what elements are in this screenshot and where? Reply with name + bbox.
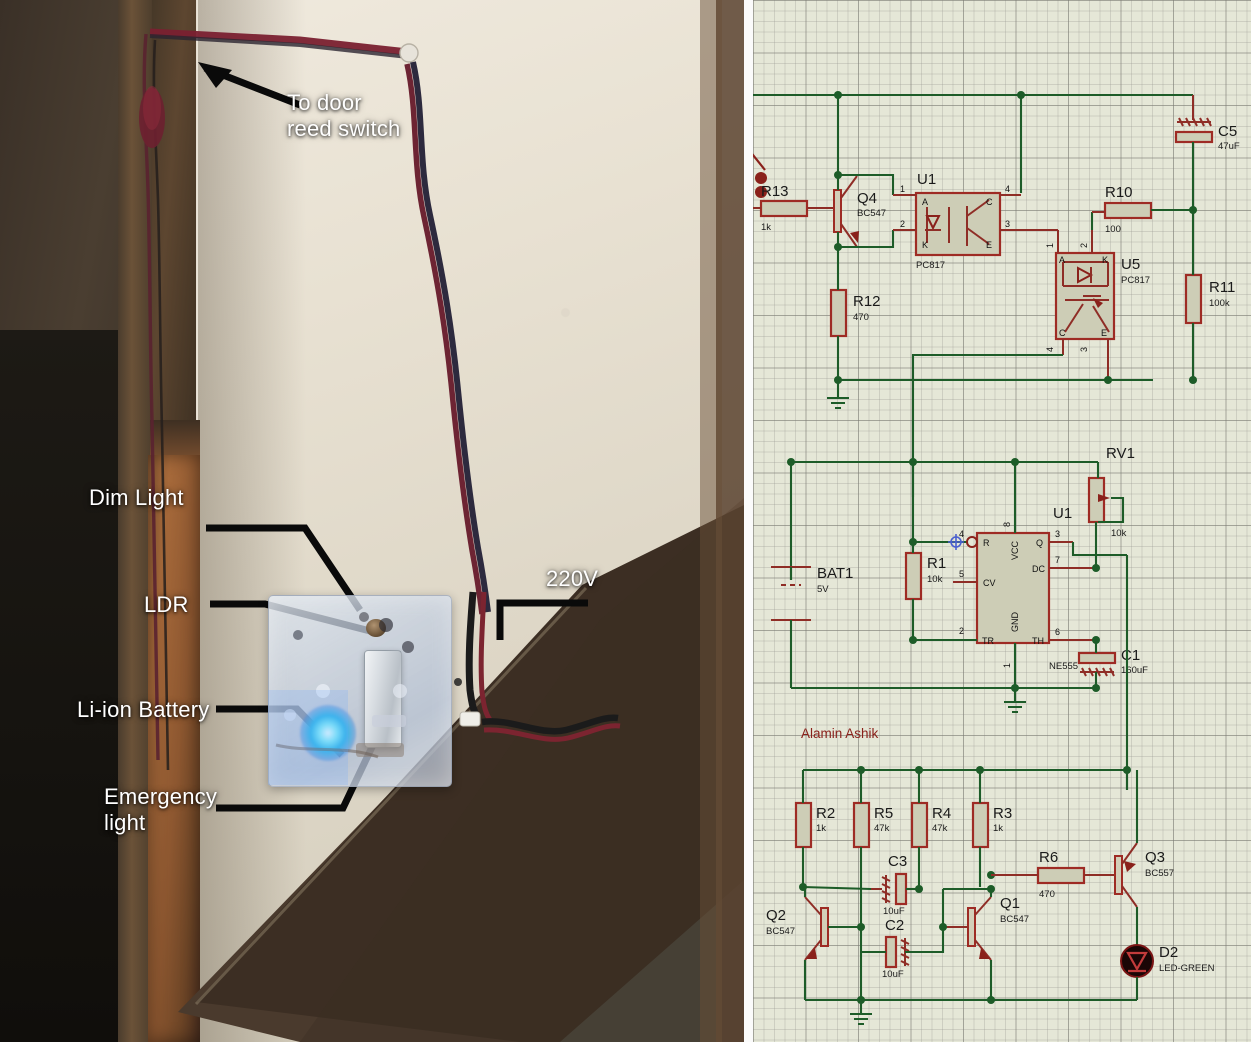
ref-U1-555: U1 xyxy=(1053,505,1072,522)
pin-label-VCC: VCC xyxy=(1010,540,1020,560)
ref-R1: R1 xyxy=(927,555,946,572)
val-R2: 1k xyxy=(816,823,826,834)
ref-C1: C1 xyxy=(1121,647,1140,664)
val-BAT1: 5V xyxy=(817,584,829,595)
photo-overlay xyxy=(139,0,744,1042)
u5-num-4: 4 xyxy=(1045,347,1055,352)
ref-R2: R2 xyxy=(816,805,835,822)
val-R5: 47k xyxy=(874,823,890,834)
pin-num-8: 8 xyxy=(1002,522,1012,527)
u1-num-3: 3 xyxy=(1005,219,1010,229)
pin-num-3: 3 xyxy=(1055,529,1060,539)
li-ion-battery-cell xyxy=(364,650,402,748)
val-R11: 100k xyxy=(1209,298,1230,309)
val-RV1: 10k xyxy=(1111,528,1127,539)
ref-C5: C5 xyxy=(1218,123,1237,140)
installation-photo: To door reed switch Dim Light LDR Li-ion… xyxy=(0,0,744,1042)
val-NE555: NE555 xyxy=(1049,661,1078,672)
u5-num-3: 3 xyxy=(1079,347,1089,352)
pin-num-4: 4 xyxy=(959,529,964,539)
val-R4: 47k xyxy=(932,823,948,834)
u5-pin-K: K xyxy=(1102,255,1108,265)
val-R3: 1k xyxy=(993,823,1003,834)
pin-num-7: 7 xyxy=(1055,555,1060,565)
ref-R5: R5 xyxy=(874,805,893,822)
pin-label-DC: DC xyxy=(1032,564,1045,574)
val-Q1: BC547 xyxy=(1000,914,1029,925)
u1-num-1: 1 xyxy=(900,184,905,194)
ref-Q4: Q4 xyxy=(857,190,877,207)
ref-Q2: Q2 xyxy=(766,907,786,924)
ref-BAT1: BAT1 xyxy=(817,565,853,582)
val-R6: 470 xyxy=(1039,889,1055,900)
schematic-drawing: R13 1k Q4 BC547 A K C E 1 xyxy=(753,91,1240,1026)
pin-label-Q: Q xyxy=(1036,538,1043,548)
ref-R12: R12 xyxy=(853,293,881,310)
panel-divider xyxy=(744,0,753,1042)
label-dim-light: Dim Light xyxy=(89,485,184,510)
ref-U1-opto: U1 xyxy=(917,171,936,188)
pin-label-TR: TR xyxy=(982,636,994,646)
u5-pin-C: C xyxy=(1059,328,1066,338)
val-C2: 10uF xyxy=(882,969,904,980)
label-mains-220v: 220V xyxy=(546,566,599,591)
val-U5: PC817 xyxy=(1121,275,1150,286)
ref-C3: C3 xyxy=(888,853,907,870)
leader-220v xyxy=(496,599,588,640)
pin-label-TH: TH xyxy=(1032,636,1044,646)
pin-label-GND: GND xyxy=(1010,612,1020,633)
u5-num-1: 1 xyxy=(1045,243,1055,248)
label-emergency-light: Emergency light xyxy=(104,784,218,835)
label-ldr: LDR xyxy=(144,592,189,617)
device-internals xyxy=(268,612,414,785)
label-li-ion-battery: Li-ion Battery xyxy=(77,697,210,722)
ref-R10: R10 xyxy=(1105,184,1133,201)
ref-R3: R3 xyxy=(993,805,1012,822)
ref-Q1: Q1 xyxy=(1000,895,1020,912)
u1-pin-A: A xyxy=(922,197,928,207)
ref-R13: R13 xyxy=(761,183,789,200)
val-Q2: BC547 xyxy=(766,926,795,937)
u1-pin-C: C xyxy=(986,197,993,207)
u5-pin-A: A xyxy=(1059,255,1065,265)
val-C5: 47uF xyxy=(1218,141,1240,152)
label-to-door-reed-switch: To door reed switch xyxy=(287,90,401,141)
val-Q4: BC547 xyxy=(857,208,886,219)
val-R10: 100 xyxy=(1105,224,1121,235)
dark-doorway xyxy=(0,330,128,1042)
signature: Alamin Ashik xyxy=(801,726,879,741)
pin-label-R: R xyxy=(983,538,990,548)
pin-num-5: 5 xyxy=(959,569,964,579)
ref-U5: U5 xyxy=(1121,256,1140,273)
val-U1-opto: PC817 xyxy=(916,260,945,271)
val-D2: LED-GREEN xyxy=(1159,963,1215,974)
val-R1: 10k xyxy=(927,574,943,585)
ref-C2: C2 xyxy=(885,917,904,934)
pin-label-CV: CV xyxy=(983,578,996,588)
val-C1: 160uF xyxy=(1121,665,1148,676)
u1-pin-K: K xyxy=(922,240,928,250)
pin-num-2: 2 xyxy=(959,626,964,636)
u5-pin-E: E xyxy=(1101,328,1107,338)
ref-R6: R6 xyxy=(1039,849,1058,866)
ref-RV1: RV1 xyxy=(1106,445,1135,462)
val-R13: 1k xyxy=(761,222,771,233)
wall-shadow xyxy=(186,0,306,1042)
u5-num-2: 2 xyxy=(1079,243,1089,248)
u1-pin-E: E xyxy=(986,240,992,250)
val-C3: 10uF xyxy=(883,906,905,917)
ref-Q3: Q3 xyxy=(1145,849,1165,866)
val-Q3: BC557 xyxy=(1145,868,1174,879)
leader-dim-light xyxy=(206,524,363,612)
pin-num-6: 6 xyxy=(1055,627,1060,637)
val-R12: 470 xyxy=(853,312,869,323)
ref-R11: R11 xyxy=(1209,279,1235,296)
u1-num-4: 4 xyxy=(1005,184,1010,194)
ref-R4: R4 xyxy=(932,805,951,822)
u1-num-2: 2 xyxy=(900,219,905,229)
ref-D2: D2 xyxy=(1159,944,1178,961)
proteus-schematic: R13 1k Q4 BC547 A K C E 1 xyxy=(753,0,1251,1042)
pin-num-1: 1 xyxy=(1002,663,1012,668)
